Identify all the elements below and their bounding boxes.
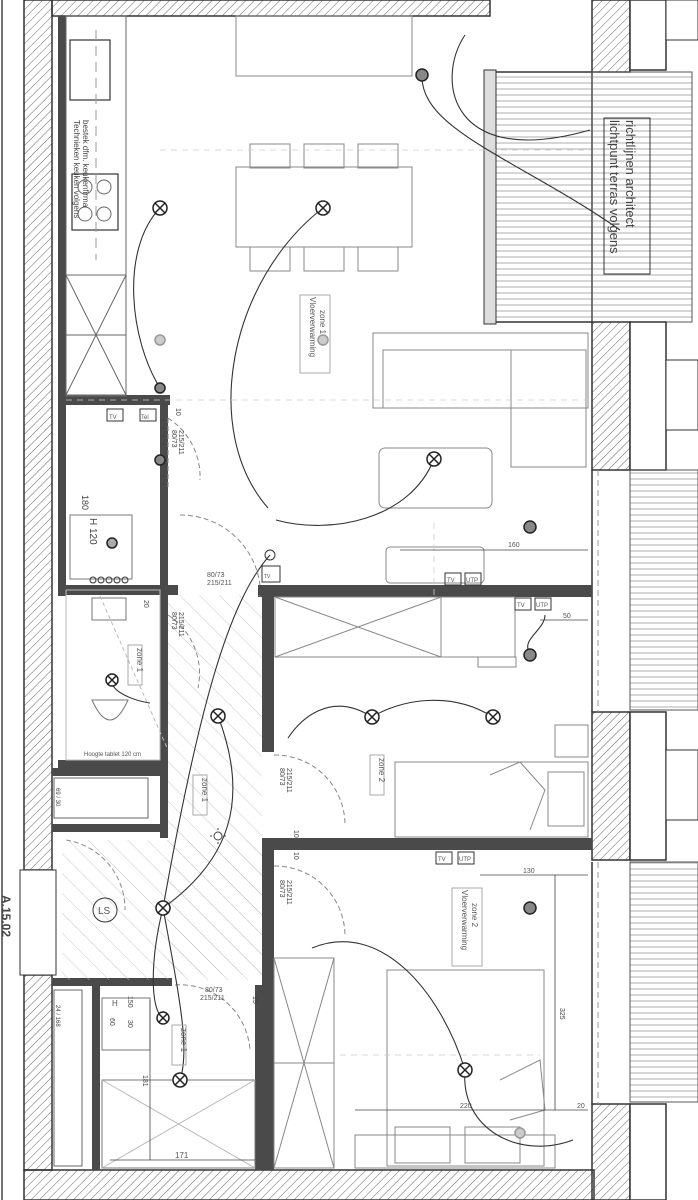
tv-2: TV — [447, 578, 455, 584]
zone-living-line1: Vloerverwarming — [308, 297, 317, 357]
dim-181: 181 — [141, 1075, 148, 1087]
dim-150: 150 — [126, 996, 133, 1008]
tv-1: TV — [109, 415, 117, 421]
door-5-line2: 215/211 — [285, 880, 292, 905]
outer-wall-bottom — [23, 1169, 595, 1200]
tablet-note: Hoogte tablet 120 cm — [84, 752, 141, 758]
dim-30: 30 — [126, 1020, 133, 1028]
facade-column-1 — [591, 321, 631, 471]
texts: lichtpunt terras volgens richtlijnen arc… — [0, 120, 638, 1160]
sockets — [89, 408, 552, 865]
dimension-lines — [110, 549, 588, 1161]
radiator-2 — [53, 989, 83, 1167]
dim-h120: H 120 — [87, 518, 98, 545]
door-6-line2: 215/211 — [200, 995, 225, 1002]
doors — [65, 417, 346, 1051]
utp-3: UTP — [459, 857, 471, 863]
outer-wall-left-lower — [23, 974, 53, 1171]
window-bedroom — [629, 861, 698, 1103]
dim-130: 130 — [523, 868, 535, 875]
radiator-2-label: 24 / 168 — [54, 1005, 60, 1027]
kitchen-note-line1: Technieken keuken volgens — [72, 120, 81, 218]
dim-180: 180 — [80, 495, 90, 510]
bedroom-1 — [273, 957, 556, 1169]
dim-160: 160 — [508, 542, 520, 549]
dim-325: 325 — [558, 1008, 565, 1020]
bedroom-2 — [274, 596, 589, 838]
dim-10a: 10 — [174, 408, 181, 416]
zone-1-bath: zone 1 — [135, 648, 144, 673]
door-1-line2: 215/211 — [177, 430, 184, 455]
door-3-line1: 80/73 — [170, 612, 177, 630]
zone-living-line2: zone 1 — [318, 310, 327, 335]
dim-15: 15 — [251, 996, 258, 1004]
zone-bedroom-line1: Vloerverwarming — [460, 890, 469, 950]
tv-4: TV — [438, 857, 446, 863]
light-points — [105, 68, 537, 1139]
outer-wall-top — [51, 0, 491, 17]
zone-2-bedroom: zone 2 — [377, 758, 386, 783]
facade-right — [591, 0, 631, 73]
wiring — [111, 34, 621, 1147]
dim-220: 220 — [460, 1103, 472, 1110]
h-label: H — [112, 999, 118, 1008]
tel-label: Tel — [141, 415, 149, 421]
dim-171: 171 — [175, 1151, 189, 1160]
door-5-line1: 80/73 — [278, 880, 285, 898]
ls-label: LS — [98, 906, 111, 917]
dim-20: 20 — [577, 1103, 585, 1110]
dim-60: 60 — [108, 1018, 115, 1026]
terrace-note-line1: lichtpunt terras volgens — [607, 120, 622, 254]
utp-2: UTP — [536, 603, 548, 609]
terrace-note-line2: richtlijnen architect — [623, 120, 638, 228]
radiator-1-label: 69 / 30 — [54, 788, 60, 807]
bathroom — [65, 514, 256, 1169]
outer-wall-left — [23, 0, 53, 871]
door-6-line1: 80/73 — [205, 987, 223, 994]
dining-table — [235, 15, 413, 272]
door-3-line2: 215/211 — [177, 612, 184, 637]
zone-bedroom-line2: zone 2 — [470, 903, 479, 928]
sofa — [372, 332, 589, 584]
dim-20b: 20 — [142, 600, 149, 608]
entrance-frame — [19, 869, 57, 976]
dim-10c: 10 — [292, 852, 299, 860]
kitchen-note-line2: bestek dfm. keukenfirma — [81, 120, 90, 208]
tv-5: TV — [264, 574, 271, 580]
tv-3: TV — [517, 603, 525, 609]
door-1-line1: 80/73 — [170, 430, 177, 448]
radiator-1 — [53, 777, 149, 819]
door-4-line2: 215/211 — [285, 768, 292, 793]
facade-column-2 — [591, 711, 631, 861]
dim-10b: 10 — [292, 830, 299, 838]
hall-light-icon — [210, 828, 226, 844]
unit-id: A.15.02 — [0, 895, 13, 937]
ceiling-grid — [66, 149, 590, 1056]
window-living — [629, 469, 698, 711]
zone-1-hall: zone 1 — [200, 778, 209, 803]
kitchen — [65, 15, 127, 397]
dim-50: 50 — [563, 613, 571, 620]
terrace — [494, 71, 593, 323]
door-2-line2: 215/211 — [207, 580, 232, 587]
utp-1: UTP — [466, 578, 478, 584]
door-2-line1: 80/73 — [207, 572, 225, 579]
zone-1-shower: zone 1 — [179, 1028, 188, 1053]
door-4-line1: 80/73 — [278, 768, 285, 786]
facade-column-3 — [591, 1103, 631, 1200]
ls-symbol — [92, 897, 118, 923]
